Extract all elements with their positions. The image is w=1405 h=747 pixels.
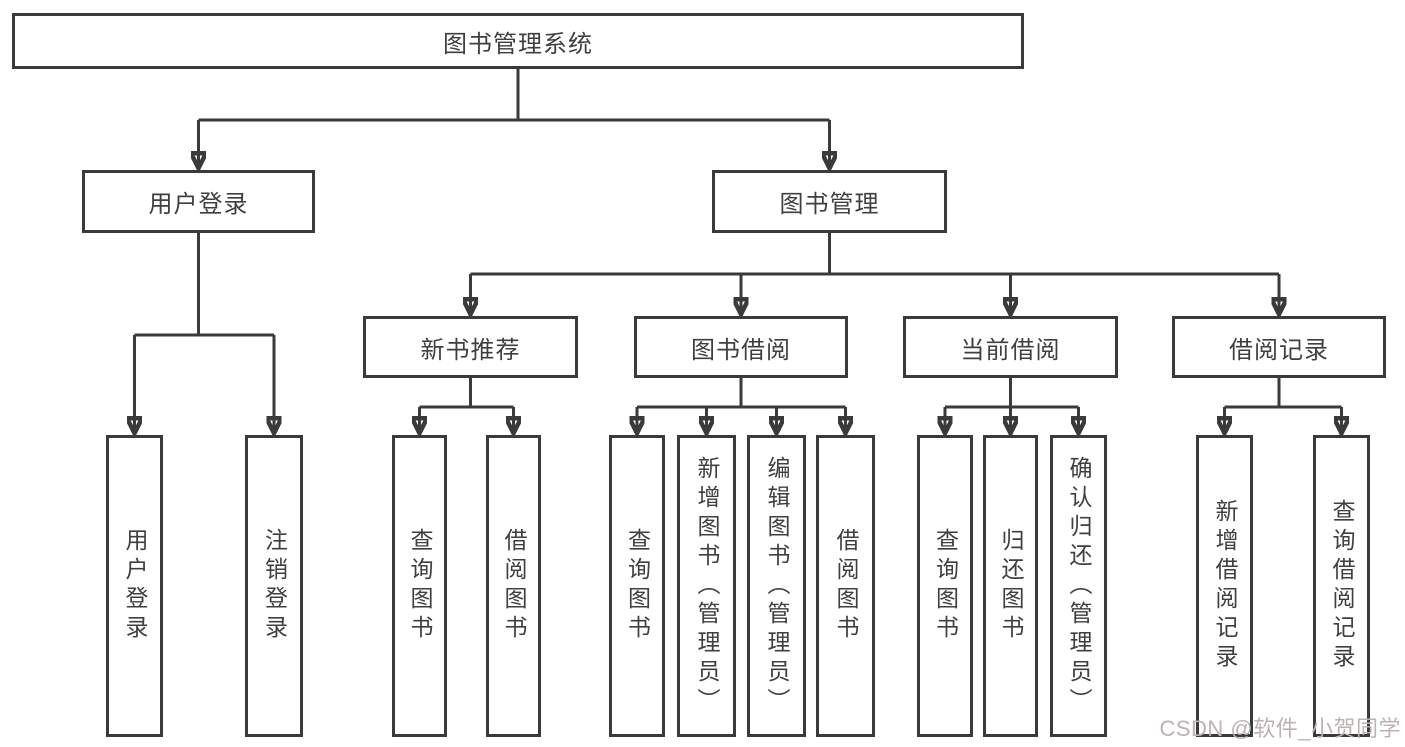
node-book-mgmt-label: 图书管理 (779, 191, 880, 218)
leaf-query-book-borrow-label: 查询图书 (624, 528, 651, 644)
leaf-user-login: 用户登录 (106, 435, 163, 737)
node-borrow-records: 借阅记录 (1172, 316, 1386, 378)
leaf-logout-login: 注销登录 (245, 435, 303, 737)
node-current-borrow: 当前借阅 (903, 316, 1118, 378)
leaf-query-borrow-record: 查询借阅记录 (1313, 435, 1370, 737)
node-book-mgmt: 图书管理 (712, 170, 947, 233)
leaf-borrow-book-borrow-label: 借阅图书 (833, 528, 859, 644)
leaf-confirm-return-admin: 确认归还（管理员） (1050, 435, 1107, 737)
leaf-confirm-return-admin-label: 确认归还（管理员） (1066, 455, 1092, 717)
node-current-borrow-label: 当前借阅 (960, 336, 1061, 364)
leaf-add-borrow-record-label: 新增借阅记录 (1212, 499, 1238, 673)
leaf-borrow-book-rec: 借阅图书 (486, 435, 541, 737)
connector-borrow-records-children (1225, 378, 1342, 431)
leaf-user-login-label: 用户登录 (122, 528, 148, 644)
node-user-login-label: 用户登录 (148, 191, 249, 218)
node-user-login: 用户登录 (82, 170, 315, 233)
node-new-book-rec-label: 新书推荐 (420, 336, 521, 364)
leaf-query-book-current-label: 查询图书 (932, 528, 959, 644)
leaf-add-borrow-record: 新增借阅记录 (1196, 435, 1253, 737)
leaf-borrow-book-borrow: 借阅图书 (816, 435, 875, 737)
node-book-borrow: 图书借阅 (634, 316, 848, 378)
connector-book-borrow-children (637, 378, 846, 431)
csdn-watermark: CSDN @软件_小贺同学 (1159, 716, 1401, 741)
connector-root-to-level2 (199, 69, 830, 166)
node-root: 图书管理系统 (12, 13, 1024, 69)
leaf-query-borrow-record-label: 查询借阅记录 (1329, 499, 1355, 673)
connector-book-mgmt-children (471, 233, 1280, 312)
leaf-return-book: 归还图书 (983, 435, 1038, 737)
connector-user-login-children (135, 233, 275, 431)
node-borrow-records-label: 借阅记录 (1229, 336, 1329, 364)
leaf-add-book-admin: 新增图书（管理员） (677, 435, 736, 737)
node-book-borrow-label: 图书借阅 (691, 336, 791, 364)
node-new-book-rec: 新书推荐 (363, 316, 578, 378)
leaf-query-book-rec-label: 查询图书 (407, 528, 433, 644)
leaf-query-book-current: 查询图书 (917, 435, 973, 737)
connector-new-book-rec-children (420, 378, 514, 431)
leaf-borrow-book-rec-label: 借阅图书 (501, 528, 527, 644)
leaf-logout-login-label: 注销登录 (261, 528, 288, 644)
leaf-query-book-rec: 查询图书 (392, 435, 447, 737)
connector-current-borrow-children (945, 378, 1079, 431)
leaf-edit-book-admin: 编辑图书（管理员） (747, 435, 806, 737)
leaf-query-book-borrow: 查询图书 (609, 435, 665, 737)
node-root-label: 图书管理系统 (443, 30, 593, 58)
leaf-edit-book-admin-label: 编辑图书（管理员） (764, 455, 790, 717)
leaf-add-book-admin-label: 新增图书（管理员） (694, 455, 720, 717)
leaf-return-book-label: 归还图书 (998, 528, 1024, 644)
